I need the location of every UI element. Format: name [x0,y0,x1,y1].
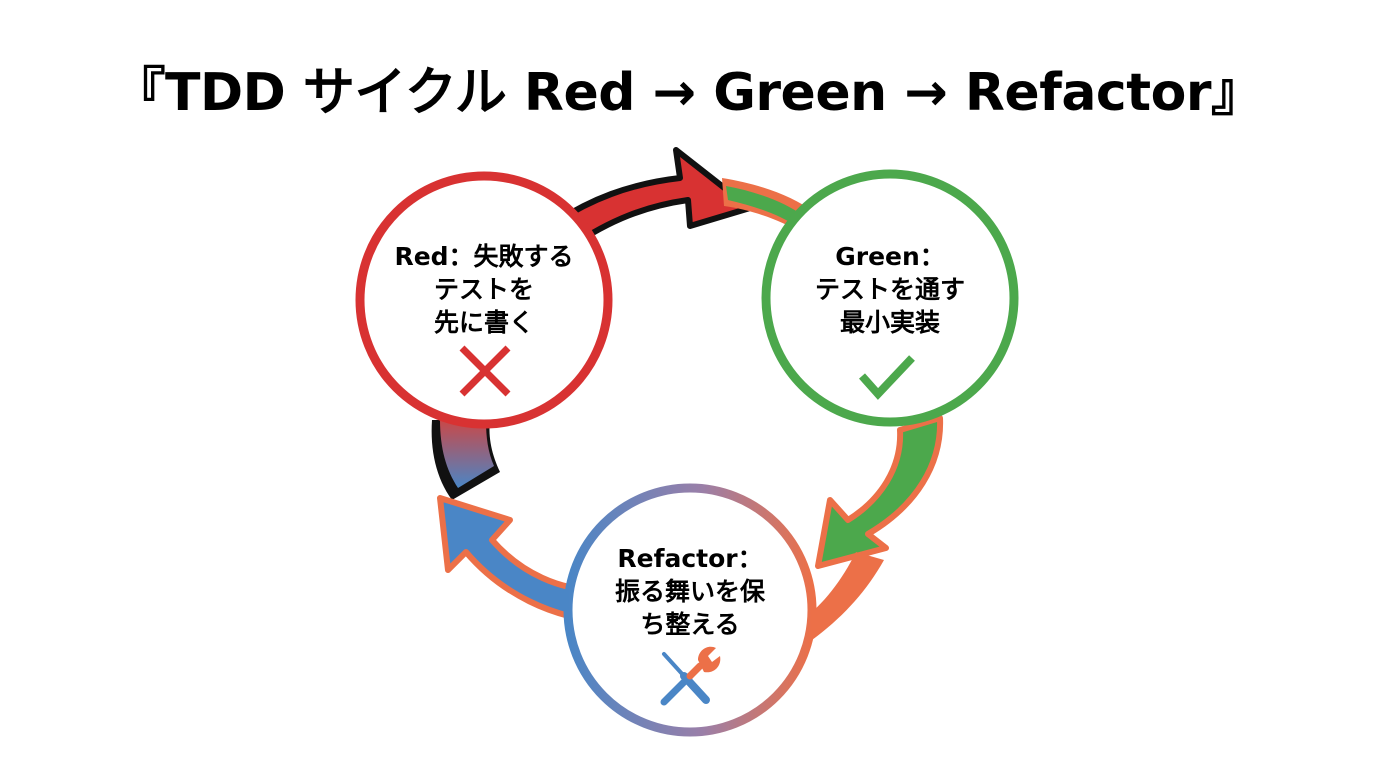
wrench-screwdriver-icon [660,646,721,706]
node-green-label: Green： テストを通す 最小実装 [775,240,1005,339]
node-red-line-3: 先に書く [433,308,534,337]
arrow-red-to-green [553,147,814,249]
node-red-line-2: テストを [433,275,534,304]
node-green-line-3: 最小実装 [839,308,940,337]
node-refactor-label: Refactor： 振る舞いを保 ち整える [575,542,805,641]
node-green-line-2: テストを通す [814,275,965,304]
node-refactor-line-2: 振る舞いを保 [614,577,765,606]
node-refactor-line-3: ち整える [640,610,740,639]
node-green-line-1: Green： [835,242,945,271]
node-refactor [563,483,817,737]
node-green [761,169,1019,427]
check-icon [859,355,915,400]
node-red [355,171,613,429]
diagram-title: 『TDD サイクル Red → Green → Refactor』 [113,63,1263,123]
arrow-green-to-refactor [800,415,944,640]
node-refactor-line-1: Refactor： [617,544,763,573]
node-red-line-1: Red：失敗する [394,242,574,271]
cross-icon [459,345,511,397]
node-red-label: Red：失敗する テストを 先に書く [369,240,599,339]
